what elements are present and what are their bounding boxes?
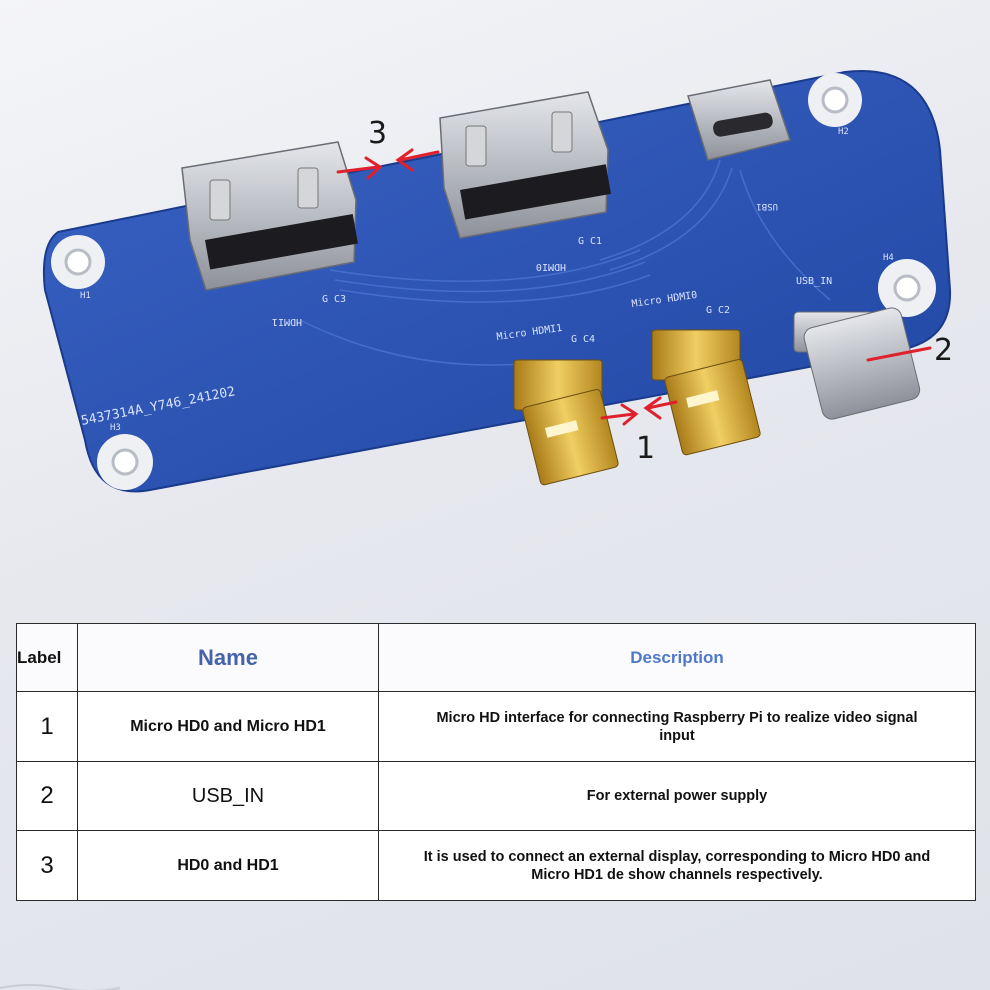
ref-c1: G C1 bbox=[578, 236, 602, 247]
header-description: Description bbox=[378, 622, 976, 693]
row-label: 1 bbox=[16, 691, 78, 762]
label-hdmi0: HDMI0 bbox=[536, 261, 566, 272]
micro-hdmi0-plug bbox=[651, 329, 761, 456]
table-row: 2 USB_IN For external power supply bbox=[16, 760, 976, 832]
arrow-3-right bbox=[336, 156, 383, 180]
callout-3: 3 bbox=[368, 116, 387, 151]
row-name: HD0 and HD1 bbox=[77, 830, 379, 901]
table-header-row: Label Name Description bbox=[16, 622, 976, 693]
label-usb-in: USB_IN bbox=[796, 276, 832, 287]
hdmi0-connector bbox=[439, 91, 611, 239]
header-name: Name bbox=[77, 622, 379, 693]
ref-c2: G C2 bbox=[706, 305, 730, 316]
arrow-3-left bbox=[395, 148, 440, 172]
mount-hole-h2 bbox=[808, 73, 862, 127]
callout-2: 2 bbox=[934, 333, 953, 368]
callout-1: 1 bbox=[636, 431, 655, 466]
mount-hole-h3 bbox=[97, 434, 153, 490]
hole-label-h3: H3 bbox=[110, 423, 121, 433]
ref-c4: G C4 bbox=[571, 334, 595, 345]
mount-hole-h4 bbox=[878, 259, 936, 317]
header-label: Label bbox=[16, 622, 78, 693]
table-row: 3 HD0 and HD1 It is used to connect an e… bbox=[16, 830, 976, 901]
label-hdmi1: HDMI1 bbox=[272, 316, 302, 327]
label-usb1: USB1 bbox=[756, 201, 778, 211]
row-description: For external power supply bbox=[378, 760, 976, 832]
row-description: Micro HD interface for connecting Raspbe… bbox=[378, 691, 976, 762]
row-label: 3 bbox=[16, 830, 78, 901]
callout-line-2 bbox=[866, 346, 932, 362]
table-row: 1 Micro HD0 and Micro HD1 Micro HD inter… bbox=[16, 691, 976, 762]
arrow-1-left bbox=[643, 396, 678, 420]
row-name: USB_IN bbox=[77, 760, 379, 832]
specs-table: Label Name Description 1 Micro HD0 and M… bbox=[16, 622, 976, 901]
arrow-1-right bbox=[600, 403, 639, 426]
usb-in-plug bbox=[793, 307, 921, 420]
hole-label-h2: H2 bbox=[838, 127, 849, 137]
hdmi1-connector bbox=[181, 141, 358, 291]
row-description: It is used to connect an external displa… bbox=[378, 830, 976, 901]
micro-hdmi1-plug bbox=[513, 359, 619, 486]
mount-hole-h1 bbox=[51, 235, 105, 289]
usb-c-top-connector bbox=[687, 79, 791, 161]
ref-c3: G C3 bbox=[322, 294, 346, 305]
bottom-decoration bbox=[0, 984, 121, 990]
row-name: Micro HD0 and Micro HD1 bbox=[77, 691, 379, 762]
hole-label-h4: H4 bbox=[883, 253, 894, 263]
row-label: 2 bbox=[16, 760, 78, 832]
hole-label-h1: H1 bbox=[80, 291, 91, 301]
board-photo: H1 H2 H3 H4 5437314A_Y746_241202 HDMI1 H… bbox=[42, 70, 953, 493]
